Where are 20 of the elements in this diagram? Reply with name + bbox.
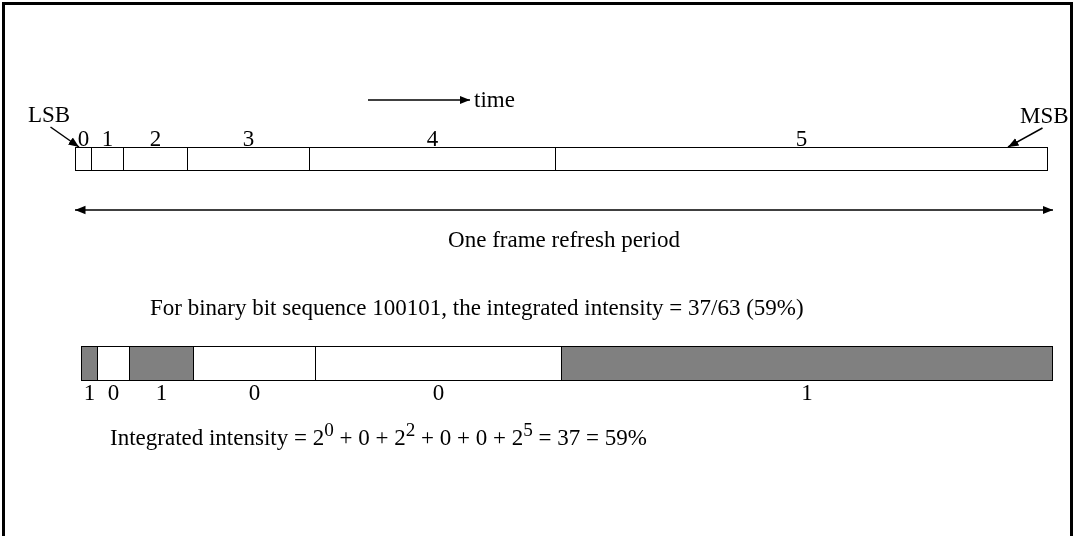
bit-label: MSB <box>1020 104 1069 127</box>
bit-number: 1 <box>100 127 115 150</box>
bit-number: 0 <box>76 127 91 150</box>
bit-number: 2 <box>148 127 163 150</box>
bit-number: 3 <box>241 127 256 150</box>
leader-arrow <box>1007 127 1044 148</box>
bit-number: 4 <box>425 127 440 150</box>
bit-value: 0 <box>106 381 121 404</box>
bit-value: 1 <box>154 381 169 404</box>
bit-label: LSB <box>28 103 71 126</box>
bit-value: 1 <box>82 381 97 404</box>
bit-value: 0 <box>431 381 446 404</box>
bit-number: 5 <box>794 127 809 150</box>
dimension-label: One frame refresh period <box>447 228 681 251</box>
note: For binary bit sequence 100101, the integrated intensity = 37/63 (59%) <box>150 296 804 319</box>
formula: Integrated intensity = 2$^{0}$ + 0 + 2$^{2}$ + 0 + 0 + 2$^{5}$ = 37 = 59% <box>110 420 647 449</box>
axis-label: time <box>474 88 515 111</box>
bit-value: 0 <box>247 381 262 404</box>
leader-arrow <box>49 126 80 148</box>
bit-value: 1 <box>800 381 814 404</box>
